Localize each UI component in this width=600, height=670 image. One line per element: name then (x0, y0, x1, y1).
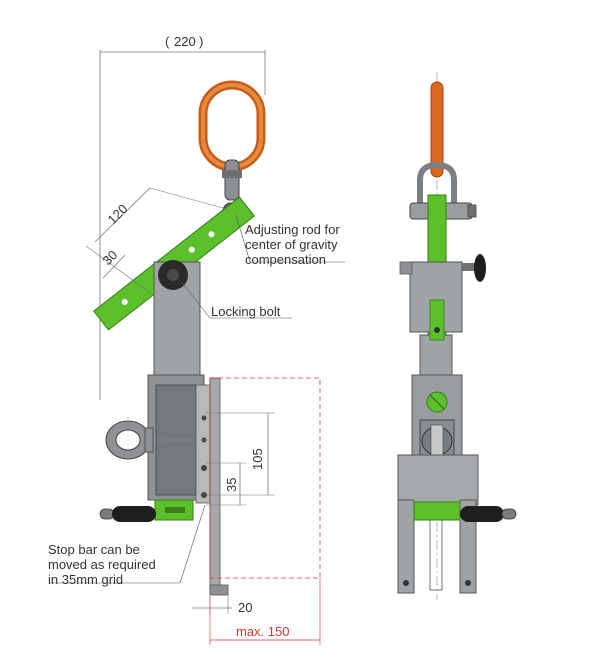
front-locking-knob (462, 254, 486, 282)
dim-105-label: 105 (250, 448, 265, 470)
front-upper-housing (399, 261, 463, 376)
adjusting-rod-label-3: compensation (245, 252, 326, 267)
side-view: 220 ( ) 120 30 (48, 34, 345, 645)
dimension-35: 35 (206, 462, 246, 506)
front-handle (460, 506, 517, 522)
front-base (397, 454, 479, 594)
dimension-105: 105 (206, 412, 275, 496)
lifting-ring (198, 80, 266, 172)
dimension-20: 20 (192, 596, 252, 615)
stop-bar-label-3: in 35mm grid (48, 572, 123, 587)
stop-bar-label-2: moved as required (48, 557, 156, 572)
svg-text:(: ( (165, 34, 170, 49)
svg-text:): ) (199, 34, 203, 49)
handle-left (99, 506, 156, 522)
dim-20-label: 20 (238, 600, 252, 615)
front-view (397, 72, 517, 600)
stop-bar (154, 499, 194, 521)
front-lifting-ring (430, 81, 444, 178)
dim-220-label: 220 (174, 34, 196, 49)
clamping-region (209, 377, 321, 579)
leader-lines (50, 214, 345, 584)
dimension-220: 220 ( ) (99, 34, 266, 400)
dim-35-label: 35 (224, 478, 239, 492)
dimension-max-150: max. 150 (209, 578, 321, 645)
grid-holes (150, 415, 210, 498)
main-column (147, 261, 211, 504)
dim-120-label: 120 (105, 201, 131, 227)
dim-max-150-label: max. 150 (236, 624, 289, 639)
stop-bar-label-1: Stop bar can be (48, 542, 140, 557)
dim-30-label: 30 (100, 247, 121, 268)
front-stop-bar (413, 501, 461, 521)
locking-bolt-knob (158, 260, 188, 290)
side-lug (105, 420, 154, 460)
locking-bolt-label: Locking bolt (211, 304, 281, 319)
adjusting-rod-label-1: Adjusting rod for (245, 222, 340, 237)
adjusting-rod-label-2: center of gravity (245, 237, 338, 252)
